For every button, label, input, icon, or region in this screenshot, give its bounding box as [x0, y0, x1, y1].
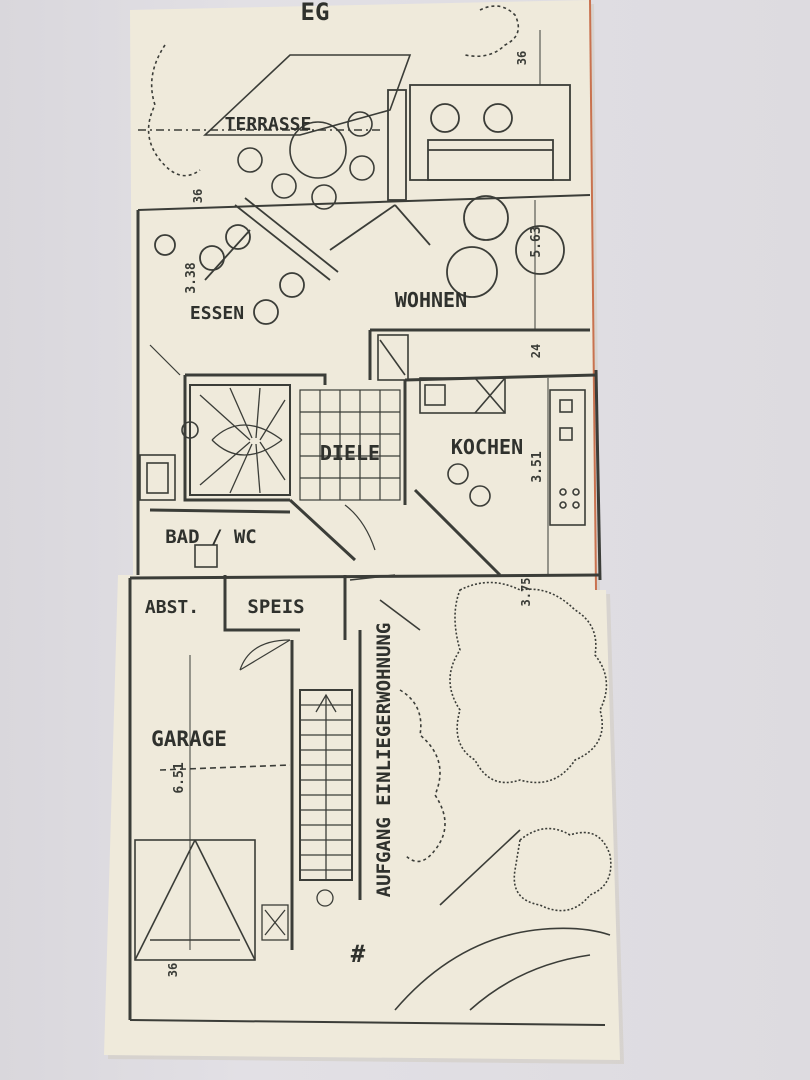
dim-651: 6.51	[172, 762, 187, 793]
dim-36-left: 36	[191, 189, 205, 203]
room-label-diele: DIELE	[320, 441, 380, 465]
door-swings	[149, 344, 376, 671]
room-label-bad-wc: BAD / WC	[165, 526, 257, 548]
lower-staircase	[261, 630, 362, 950]
room-label-terrasse: TERRASSE	[225, 114, 312, 135]
entrance-marker: #	[351, 940, 366, 968]
lounge-furniture	[387, 84, 571, 298]
terrace-area	[138, 5, 520, 210]
dimension-lines	[189, 30, 549, 950]
dim-36-bottom: 36	[166, 963, 180, 977]
dim-563: 5.63	[529, 226, 544, 257]
hall-tile-grid	[299, 389, 401, 501]
entrance-label: AUFGANG EINLIEGERWOHNUNG	[373, 623, 395, 898]
staircase	[189, 384, 291, 496]
paper-sheet	[104, 0, 624, 1064]
dim-24: 24	[529, 344, 543, 358]
garage-door	[134, 764, 291, 961]
room-label-kochen: KOCHEN	[451, 435, 523, 459]
garden-vegetation	[349, 574, 612, 1011]
room-label-abst: ABST.	[145, 597, 199, 618]
floor-label: EG	[301, 0, 330, 26]
room-label-garage: GARAGE	[151, 727, 227, 751]
dim-36-top: 36	[515, 51, 529, 65]
kitchen-units	[377, 334, 586, 526]
dim-351: 3.51	[530, 451, 545, 482]
room-label-wohnen: WOHNEN	[395, 288, 467, 312]
dim-338: 3.38	[184, 262, 199, 293]
room-label-speis: SPEIS	[247, 596, 304, 618]
bathroom-fixtures	[139, 421, 218, 568]
dim-375: 3.75	[519, 578, 533, 607]
outer-walls	[128, 194, 606, 1026]
room-label-essen: ESSEN	[190, 303, 244, 324]
dining-area	[154, 197, 431, 325]
